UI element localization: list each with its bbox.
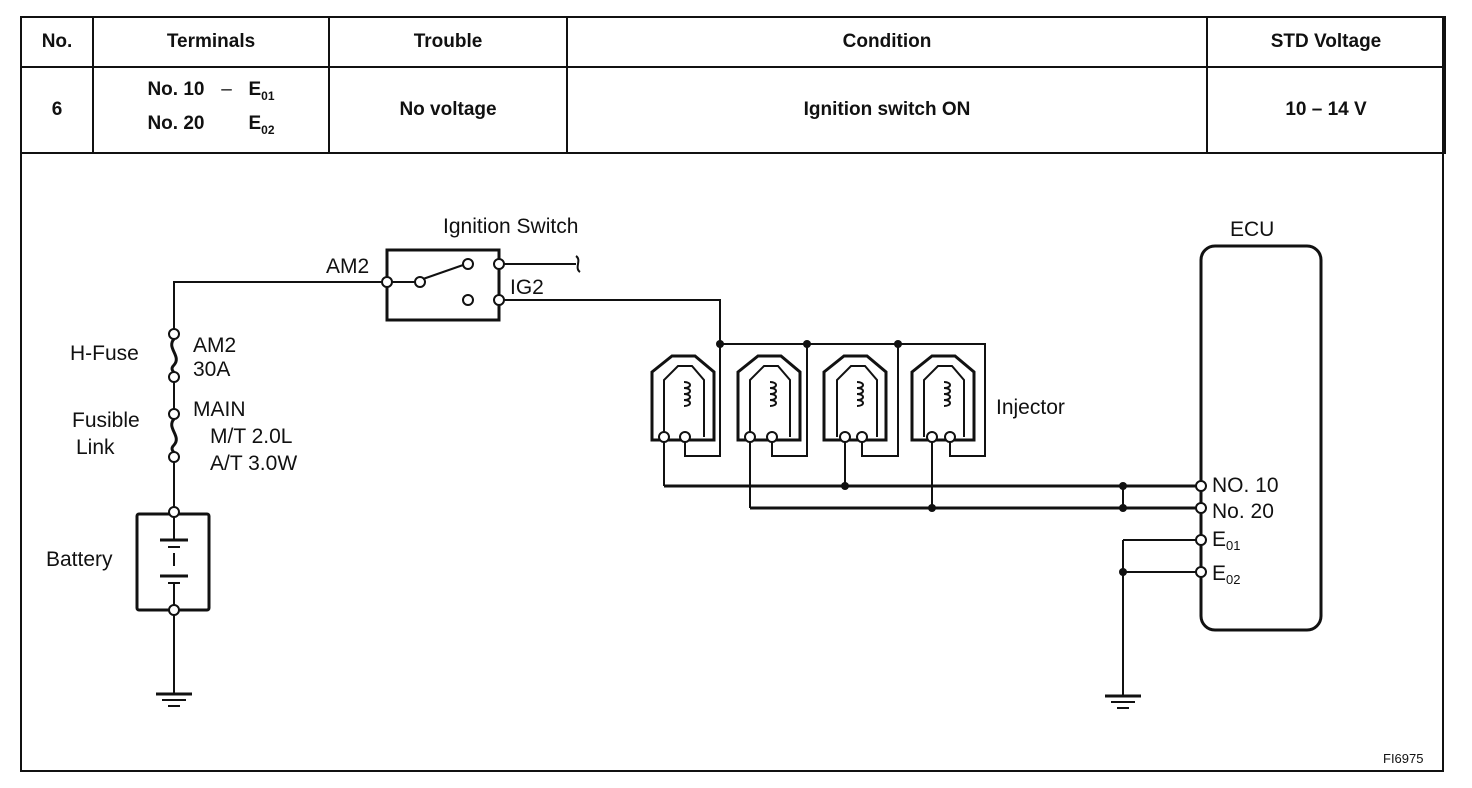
terminal-no10: No. 10 bbox=[147, 79, 205, 101]
label-figure-id: FI6975 bbox=[1383, 751, 1423, 766]
terminal-separator: – bbox=[221, 79, 232, 101]
label-injector: Injector bbox=[996, 396, 1065, 419]
label-ecu-e02: E02 bbox=[1212, 562, 1240, 587]
injector-4 bbox=[910, 354, 985, 508]
cell-std-voltage: 10 – 14 V bbox=[1206, 66, 1446, 154]
injector-1 bbox=[650, 344, 721, 486]
spec-table: No. Terminals Trouble Condition STD Volt… bbox=[20, 16, 1446, 154]
header-trouble: Trouble bbox=[328, 16, 568, 68]
label-ecu-no20: No. 20 bbox=[1212, 500, 1274, 523]
terminal-e02-sub: 02 bbox=[261, 122, 275, 137]
label-h-fuse: H-Fuse bbox=[70, 342, 139, 365]
injector-2 bbox=[736, 344, 808, 508]
label-at: A/T 3.0W bbox=[210, 452, 297, 475]
wire-fuse-switch bbox=[173, 281, 387, 329]
label-fusible: Fusible bbox=[72, 409, 140, 432]
label-ecu: ECU bbox=[1230, 218, 1274, 241]
label-am2-terminal: AM2 bbox=[326, 255, 369, 278]
label-ecu-e01: E01 bbox=[1212, 528, 1240, 553]
header-no: No. bbox=[20, 16, 94, 68]
header-terminals: Terminals bbox=[92, 16, 330, 68]
label-ignition-switch: Ignition Switch bbox=[443, 215, 578, 238]
terminal-e02: E bbox=[248, 113, 262, 134]
fusible-link-symbol bbox=[168, 408, 180, 463]
h-fuse-symbol bbox=[168, 328, 180, 383]
cell-condition: Ignition switch ON bbox=[566, 66, 1208, 154]
label-link: Link bbox=[76, 436, 115, 459]
label-main: MAIN bbox=[193, 398, 246, 421]
ground-symbol-right bbox=[1105, 540, 1141, 709]
cell-trouble: No voltage bbox=[328, 66, 568, 154]
ignition-switch-symbol bbox=[381, 248, 581, 322]
battery-symbol bbox=[135, 506, 211, 616]
label-ecu-no10: NO. 10 bbox=[1212, 474, 1279, 497]
header-condition: Condition bbox=[566, 16, 1208, 68]
header-std-voltage: STD Voltage bbox=[1206, 16, 1446, 68]
terminal-e01-sub: 01 bbox=[261, 89, 275, 103]
label-battery: Battery bbox=[46, 548, 113, 571]
label-ig2-terminal: IG2 bbox=[510, 276, 544, 299]
label-h-fuse-name: AM2 bbox=[193, 334, 236, 357]
cell-no: 6 bbox=[20, 66, 94, 154]
label-mt: M/T 2.0L bbox=[210, 425, 292, 448]
terminal-no20: No. 20 bbox=[147, 113, 205, 134]
ground-symbol-left bbox=[156, 610, 192, 707]
label-h-fuse-rating: 30A bbox=[193, 358, 230, 381]
table-header-row: No. Terminals Trouble Condition STD Volt… bbox=[20, 16, 1446, 68]
ecu-box bbox=[1195, 244, 1323, 632]
injector-3 bbox=[822, 344, 899, 486]
terminal-e01: E bbox=[248, 79, 262, 101]
